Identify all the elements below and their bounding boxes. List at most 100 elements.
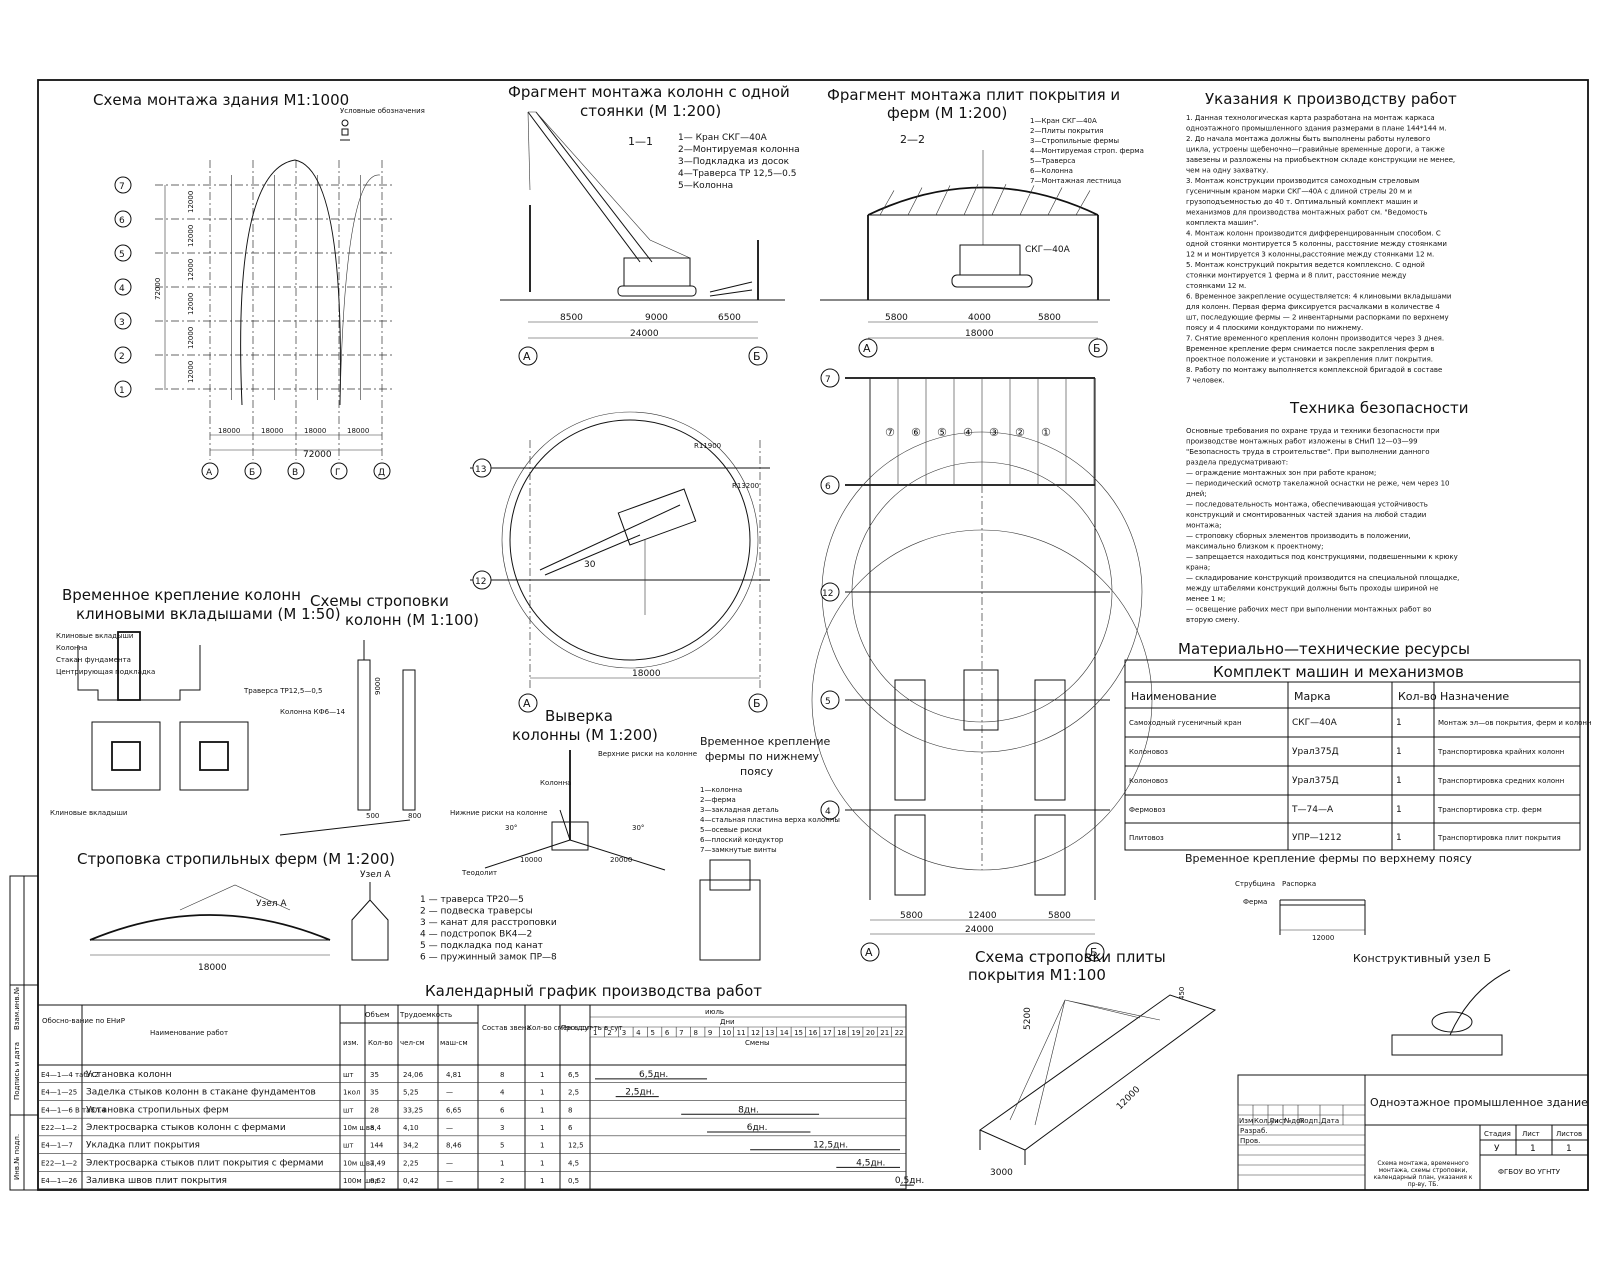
radius-r11900: R11900 [694, 442, 721, 450]
plan-row-1 [820, 475, 840, 495]
axis-col-label-0: А [206, 468, 213, 478]
axis-row-label-6: 6 [119, 216, 125, 226]
kal-qty-3: 8,4 [370, 1124, 382, 1132]
kal-dur-4: 12,5 [568, 1142, 584, 1150]
axis-13: 13 [475, 465, 486, 475]
vf-nizh-title-2: фермы по нижнему [705, 750, 820, 763]
ukaz-line-6: 3. Монтаж конструкции производится самох… [1186, 177, 1419, 185]
kal-shifts-3: 1 [540, 1124, 544, 1132]
section-2-2: 2—2 [900, 133, 925, 146]
res-cell-2-0: Колоновоз [1129, 777, 1168, 785]
kal-day-20: 20 [866, 1029, 875, 1037]
stropovka-label-1: Траверса ТР12,5—0,5 [243, 687, 322, 695]
ukaz-line-15: стоянки монтируется 1 ферма и 8 плит, ра… [1186, 272, 1406, 280]
tehnika-title: Техника безопасности [1289, 399, 1468, 417]
stamp-stage-v-1: У [1494, 1144, 1500, 1154]
res-cell-1-0: Колоновоз [1129, 748, 1168, 756]
kal-qty-5: 7,49 [370, 1159, 386, 1167]
axis-row-5 [114, 244, 132, 262]
kal-day-5: 5 [650, 1029, 654, 1037]
kal-chel-0: 24,06 [403, 1071, 424, 1079]
kal-team-2: 6 [500, 1106, 505, 1114]
kal-name-1: Заделка стыков колонн в стакане фундамен… [86, 1088, 316, 1098]
stamp-col-1: Кол.уч [1254, 1117, 1278, 1125]
fragment-kolonn-title-2: стоянки (М 1:200) [580, 102, 721, 120]
plan-axis-b: Б [1090, 946, 1098, 959]
teh-line-1: производстве монтажных работ изложены в … [1186, 438, 1418, 446]
angle-30: 30 [584, 560, 596, 570]
kal-dur-0: 6,5 [568, 1071, 579, 1079]
kal-header-10: Про-дол-ть в сут [561, 1024, 623, 1032]
plate-number-0: ⑦ [885, 426, 895, 439]
kal-bar-label-1: 2,5дн. [625, 1088, 654, 1098]
kal-header-0: Обосно-вание по ЕНиР [42, 1017, 125, 1025]
axis-12-left: 12 [475, 577, 486, 587]
kal-qty-6: 0,52 [370, 1177, 386, 1185]
vremennoe-kolonn-title-2: клиновыми вкладышами (М 1:50) [76, 605, 341, 623]
kal-qty-4: 144 [370, 1142, 384, 1150]
teh-line-3: раздела предусматривают: [1186, 459, 1288, 467]
plan-row-4 [820, 800, 840, 820]
kal-header-1: Наименование работ [150, 1029, 228, 1037]
kal-name-4: Укладка плит покрытия [86, 1141, 200, 1151]
ferm-item-2: 3 — канат для расстроповки [420, 918, 557, 928]
kal-mash-3: — [446, 1124, 453, 1132]
kal-unit-0: шт [343, 1071, 353, 1079]
axis-row-1 [114, 380, 132, 398]
kal-day-19: 19 [852, 1029, 861, 1037]
kal-days: Дни [720, 1018, 735, 1026]
resources-title: Материально—технические ресурсы [1178, 640, 1470, 658]
vyverka-label-3: Колонна [540, 779, 571, 787]
kal-header-6: чел-см [400, 1039, 425, 1047]
res-cell-3-0: Фермовоз [1129, 806, 1166, 814]
res-cell-4-2: 1 [1396, 833, 1402, 843]
vremennoe-fermy-verh: Временное крепление фермы по верхнему по… [1185, 852, 1511, 1056]
fragment-plit: Фрагмент монтажа плит покрытия и ферм (М… [820, 86, 1144, 358]
axis-col-2 [287, 462, 305, 480]
ukaz-line-14: 5. Монтаж конструкций покрытия ведется к… [1186, 261, 1425, 269]
res-cell-2-2: 1 [1396, 776, 1402, 786]
kal-code-0: Е4—1—4 табл.2 [41, 1071, 99, 1079]
uzel-b-title: Конструктивный узел Б [1353, 952, 1491, 965]
ukaz-line-2: 2. До начала монтажа должны быть выполне… [1186, 135, 1430, 143]
ukaz-line-16: стоянками 12 м. [1186, 282, 1246, 290]
axis-b-3: Б [753, 697, 761, 710]
stropovka-kolonn-title-2: колонн (М 1:100) [345, 611, 479, 629]
dim-9000: 9000 [645, 313, 668, 323]
kal-unit-1: 1кол [343, 1089, 360, 1097]
kal-shifts: Смены [745, 1039, 770, 1047]
kal-header-7: маш-см [440, 1039, 468, 1047]
ukaz-line-5: чем на одну захватку. [1186, 167, 1268, 175]
kalendar-block: Календарный график производства работ Об… [37, 982, 924, 1190]
kal-qty-1: 35 [370, 1089, 379, 1097]
stamp-stage-v-2: 1 [1530, 1144, 1536, 1154]
kal-header-8: Состав звена [482, 1024, 531, 1032]
axis-row-2 [114, 346, 132, 364]
teh-line-7: — последовательность монтажа, обеспечива… [1186, 501, 1428, 509]
ukaz-line-19: шт, последующие фермы — 2 инвентарными р… [1186, 314, 1449, 322]
dim-h-0: 18000 [218, 427, 240, 435]
kal-code-5: Е22—1—2 [41, 1159, 77, 1167]
ukaz-line-8: грузоподъемностью до 40 т. Оптимальный к… [1186, 198, 1418, 206]
stamp-stage-h-1: Стадия [1484, 1130, 1511, 1138]
plan-row-label-3: 5 [825, 697, 831, 707]
uzel-a-2: Узел А [360, 870, 391, 880]
stamp-col-4: Подп. [1299, 1117, 1320, 1125]
vf-verh-dim: 12000 [1312, 934, 1334, 942]
kal-team-0: 8 [500, 1071, 504, 1079]
vf-item-0: 1—колонна [700, 786, 742, 794]
res-cell-0-0: Самоходный гусеничный кран [1129, 719, 1242, 727]
teh-line-9: монтажа; [1186, 522, 1221, 530]
kal-name-3: Электросварка стыков колонн с фермами [86, 1123, 286, 1133]
kal-team-1: 4 [500, 1089, 505, 1097]
axis-a-3: А [523, 697, 531, 710]
kal-shifts-5: 1 [540, 1159, 544, 1167]
res-cell-3-3: Транспортировка стр. ферм [1437, 806, 1542, 814]
vremennoe-kolonn: Временное крепление колонн клиновыми вкл… [50, 586, 341, 817]
plan-row-label-1: 6 [825, 482, 831, 492]
res-cell-3-1: Т—74—А [1291, 805, 1334, 815]
stamp-org: ФГБОУ ВО УГНТУ [1498, 1168, 1561, 1176]
plate-number-5: ② [1015, 426, 1025, 439]
